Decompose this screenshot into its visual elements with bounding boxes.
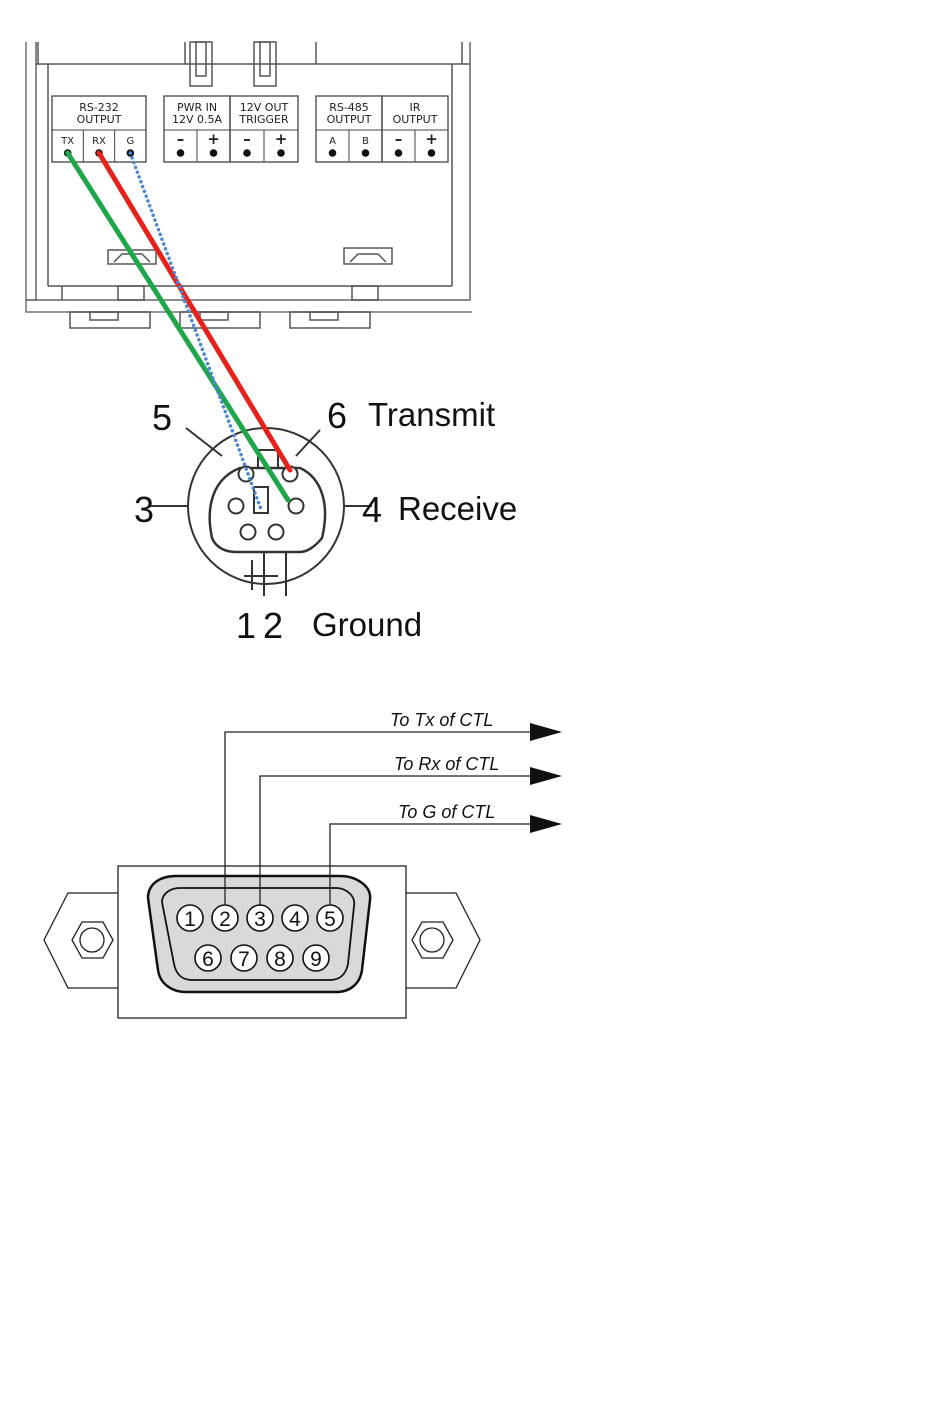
terminal-label: A — [329, 136, 336, 147]
wire-tx — [68, 153, 288, 500]
mini-din-pin-number: 1 — [236, 605, 256, 646]
device-back-panel — [26, 42, 472, 328]
db9-lead-label: To G of CTL — [398, 802, 495, 822]
terminal-screw — [243, 149, 251, 157]
db9-pin-number: 9 — [310, 948, 322, 971]
db9-pin-number: 6 — [202, 948, 214, 971]
db9-pin-number: 3 — [254, 908, 266, 931]
terminal-group-title: 12V 0.5A — [172, 113, 223, 126]
db9-mount-hole-right — [412, 922, 453, 958]
mini-din-pin-label: Transmit — [368, 396, 495, 433]
terminal-screw — [395, 149, 403, 157]
mini-din-pin-label: Receive — [398, 490, 517, 527]
terminal-group-title: OUTPUT — [77, 113, 122, 126]
terminal-screw — [177, 149, 185, 157]
mini-din-pin — [241, 525, 256, 540]
terminal-label: G — [126, 136, 134, 147]
db9-lead-label: To Rx of CTL — [394, 754, 499, 774]
wire-g — [130, 153, 262, 512]
terminal-label: – — [177, 130, 185, 148]
terminal-label: TX — [60, 136, 74, 147]
db9-mount-hole-left — [72, 922, 113, 958]
db9-connector — [44, 866, 480, 1018]
terminal-label: + — [207, 130, 220, 148]
db9-lead-label: To Tx of CTL — [390, 710, 493, 730]
mini-din-pin — [269, 525, 284, 540]
mini-din-pin — [229, 499, 244, 514]
db9-pin-number: 7 — [238, 948, 250, 971]
terminal-label: + — [275, 130, 288, 148]
mini-din-pin-number: 6 — [327, 395, 347, 436]
terminal-label: RX — [92, 136, 106, 147]
terminal-screw — [428, 149, 436, 157]
wires — [68, 153, 290, 512]
db9-pin-number: 4 — [289, 908, 301, 931]
mini-din-pin-number: 4 — [362, 489, 382, 530]
mini-din-pin-label: Ground — [312, 606, 422, 643]
mini-din-pin-number: 5 — [152, 397, 172, 438]
db9-pin-number: 8 — [274, 948, 286, 971]
terminal-label: B — [362, 136, 369, 147]
terminal-label: – — [395, 130, 403, 148]
mini-din-pin-number: 2 — [263, 605, 283, 646]
terminal-group-title: TRIGGER — [238, 113, 289, 126]
mini-din-pins — [229, 467, 304, 540]
terminal-screw — [329, 149, 337, 157]
mini-din-pin — [289, 499, 304, 514]
terminal-label: + — [425, 130, 438, 148]
terminal-group-title: OUTPUT — [327, 113, 372, 126]
terminal-screw — [277, 149, 285, 157]
terminal-group-title: OUTPUT — [393, 113, 438, 126]
terminal-screw — [210, 149, 218, 157]
db9-pin-number: 1 — [184, 908, 196, 931]
db9-pin-number: 5 — [324, 908, 336, 931]
mini-din-pin-number: 3 — [134, 489, 154, 530]
terminal-screw — [362, 149, 370, 157]
terminal-label: – — [243, 130, 251, 148]
db9-pin-number: 2 — [219, 908, 231, 931]
